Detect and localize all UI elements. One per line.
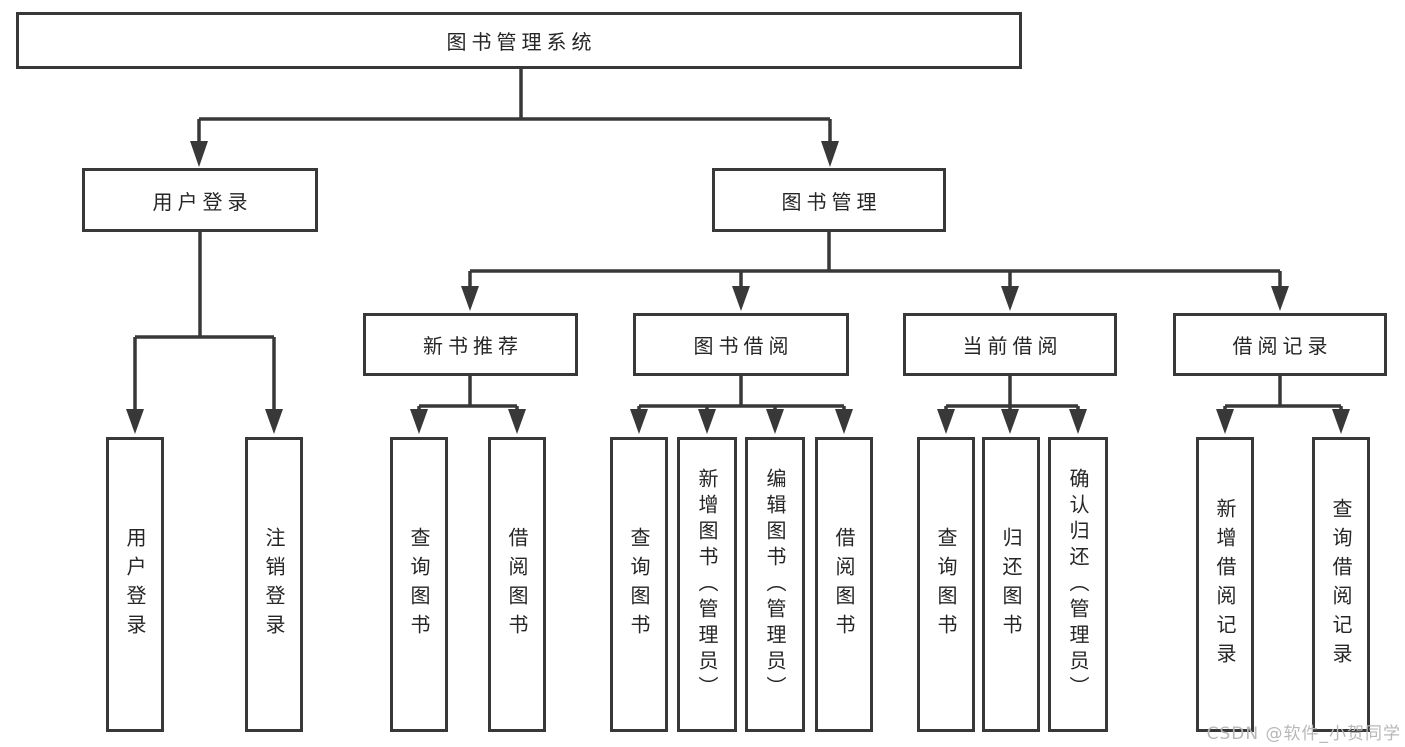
leaf-user-login: 用户登录 bbox=[106, 437, 164, 732]
node-label: 查询图书 bbox=[627, 526, 651, 643]
node-book-borrow: 图书借阅 bbox=[633, 313, 849, 376]
leaf-query-books-1: 查询图书 bbox=[390, 437, 448, 732]
leaf-add-borrow-record: 新增借阅记录 bbox=[1196, 437, 1254, 732]
arrowhead-icons bbox=[126, 141, 1350, 434]
node-label: 用户登录 bbox=[152, 189, 253, 214]
node-root-library-system: 图书管理系统 bbox=[16, 12, 1022, 69]
node-label: 新增借阅记录 bbox=[1213, 497, 1237, 672]
leaf-query-borrow-record: 查询借阅记录 bbox=[1312, 437, 1370, 732]
leaf-return-books: 归还图书 bbox=[982, 437, 1040, 732]
node-borrow-records: 借阅记录 bbox=[1173, 313, 1387, 376]
node-label: 查询图书 bbox=[934, 526, 958, 643]
leaf-borrow-books-2: 借阅图书 bbox=[815, 437, 873, 732]
node-user-login-group: 用户登录 bbox=[82, 168, 318, 232]
node-label: 用户登录 bbox=[123, 526, 147, 643]
node-current-borrow: 当前借阅 bbox=[903, 313, 1117, 376]
node-label: 借阅记录 bbox=[1232, 334, 1333, 358]
node-label: 归还图书 bbox=[999, 526, 1023, 643]
node-label: 图书管理 bbox=[781, 189, 882, 214]
node-label: 新增图书（管理员） bbox=[695, 467, 719, 702]
node-label: 当前借阅 bbox=[962, 334, 1063, 358]
node-label: 注销登录 bbox=[262, 526, 286, 643]
node-new-book-recommend: 新书推荐 bbox=[363, 313, 578, 376]
leaf-confirm-return-admin: 确认归还（管理员） bbox=[1048, 437, 1108, 732]
leaf-edit-books-admin: 编辑图书（管理员） bbox=[745, 437, 805, 732]
leaf-borrow-books-1: 借阅图书 bbox=[488, 437, 546, 732]
node-label: 查询借阅记录 bbox=[1329, 497, 1353, 672]
node-label: 查询图书 bbox=[407, 526, 431, 643]
node-label: 图书管理系统 bbox=[446, 30, 597, 54]
node-label: 图书借阅 bbox=[693, 334, 794, 358]
csdn-watermark: CSDN @软件_小贺同学 bbox=[1206, 724, 1401, 744]
node-label: 借阅图书 bbox=[832, 526, 856, 643]
node-label: 借阅图书 bbox=[505, 526, 529, 643]
node-label: 新书推荐 bbox=[423, 334, 523, 358]
node-label: 确认归还（管理员） bbox=[1066, 467, 1090, 702]
leaf-add-books-admin: 新增图书（管理员） bbox=[677, 437, 737, 732]
node-book-management: 图书管理 bbox=[712, 168, 946, 232]
node-label: 编辑图书（管理员） bbox=[763, 467, 787, 702]
leaf-query-books-2: 查询图书 bbox=[610, 437, 668, 732]
leaf-query-books-3: 查询图书 bbox=[917, 437, 975, 732]
leaf-logout: 注销登录 bbox=[245, 437, 303, 732]
